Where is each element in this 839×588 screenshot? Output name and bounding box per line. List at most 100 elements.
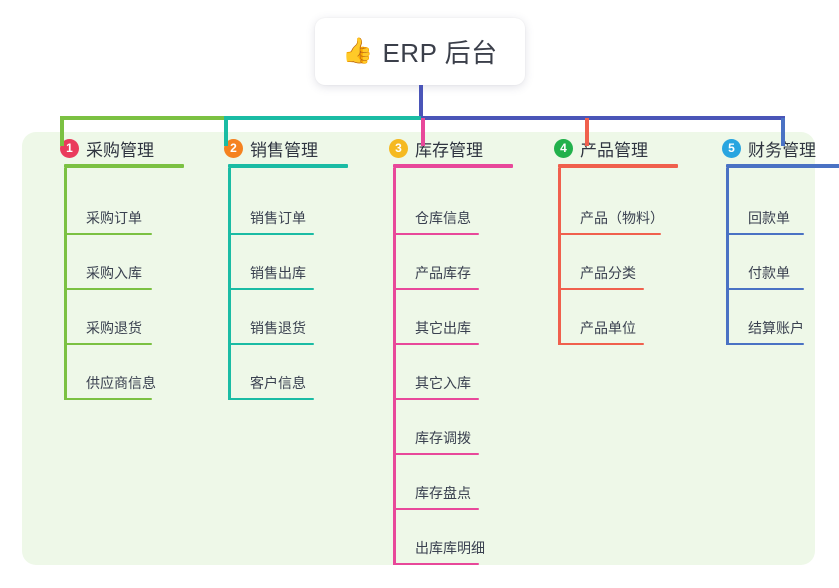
leaf-label: 产品单位: [580, 320, 636, 336]
leaf-node[interactable]: 库存盘点: [393, 455, 479, 510]
thumbs-up-icon: 👍: [342, 37, 374, 65]
branch-title-sales: 销售管理: [250, 140, 318, 160]
branch-number-badge-finance: 5: [722, 138, 741, 158]
drop-purchase: [60, 118, 64, 146]
leaf-node[interactable]: 供应商信息: [64, 345, 156, 400]
leaf-underline: [228, 288, 314, 290]
leaf-label: 销售出库: [250, 265, 306, 281]
leaf-underline: [64, 288, 152, 290]
leaf-node[interactable]: 客户信息: [228, 345, 314, 400]
leaf-node[interactable]: 出库库明细: [393, 510, 485, 565]
leaf-node[interactable]: 销售出库: [228, 235, 314, 290]
branch-header-purchase[interactable]: 1 采购管理: [50, 132, 184, 164]
branch-header-sales[interactable]: 2 销售管理: [214, 132, 348, 164]
leaf-node[interactable]: 其它出库: [393, 290, 479, 345]
leaf-underline: [393, 343, 479, 345]
leaf-node[interactable]: 产品单位: [558, 290, 644, 345]
branch-title-product: 产品管理: [580, 140, 648, 160]
branch-spine-sales: [228, 168, 231, 400]
branch-spine-finance: [726, 168, 729, 345]
leaf-underline: [393, 563, 479, 565]
leaf-label: 采购订单: [86, 210, 142, 226]
branch-column-sales: 2 销售管理销售订单销售出库销售退货客户信息: [214, 132, 348, 400]
leaf-label: 采购入库: [86, 265, 142, 281]
segment-green: [60, 116, 224, 120]
leaf-label: 销售退货: [250, 320, 306, 336]
leaf-underline: [393, 233, 479, 235]
leaf-node[interactable]: 结算账户: [726, 290, 804, 345]
leaf-underline: [726, 288, 804, 290]
branch-spine-product: [558, 168, 561, 345]
branch-underline-product: [558, 164, 678, 168]
leaf-underline: [393, 288, 479, 290]
leaf-label: 库存调拨: [415, 430, 471, 446]
leaf-node[interactable]: 付款单: [726, 235, 804, 290]
branch-underline-finance: [726, 164, 839, 168]
leaf-label: 回款单: [748, 210, 790, 226]
leaf-underline: [228, 233, 314, 235]
leaf-node[interactable]: 采购退货: [64, 290, 152, 345]
leaf-underline: [228, 343, 314, 345]
leaf-node[interactable]: 其它入库: [393, 345, 479, 400]
branch-spine-purchase: [64, 168, 67, 400]
leaf-label: 产品（物料）: [580, 210, 664, 226]
branch-underline-inventory: [393, 164, 513, 168]
leaf-label: 其它入库: [415, 375, 471, 391]
leaf-label: 付款单: [748, 265, 790, 281]
leaf-underline: [558, 233, 661, 235]
leaf-node[interactable]: 销售退货: [228, 290, 314, 345]
leaf-underline: [393, 398, 479, 400]
leaf-node[interactable]: 采购订单: [64, 180, 152, 235]
branch-column-product: 4 产品管理产品（物料） 产品分类产品单位: [544, 132, 678, 345]
root-title: ERP 后台: [382, 38, 498, 68]
drop-inventory: [421, 118, 425, 146]
branch-header-product[interactable]: 4 产品管理: [544, 132, 678, 164]
leaf-underline: [726, 343, 804, 345]
root-node[interactable]: 👍 ERP 后台: [315, 18, 525, 85]
leaf-underline: [558, 343, 644, 345]
branch-number-badge-purchase: 1: [60, 138, 79, 158]
segment-teal: [224, 116, 421, 120]
leaf-label: 库存盘点: [415, 485, 471, 501]
branch-spine-inventory: [393, 168, 396, 565]
leaf-node[interactable]: 仓库信息: [393, 180, 479, 235]
leaf-label: 客户信息: [250, 375, 306, 391]
leaf-node[interactable]: 产品（物料）: [558, 180, 664, 235]
leaf-label: 供应商信息: [86, 375, 156, 391]
leaf-label: 产品分类: [580, 265, 636, 281]
segment-blue: [421, 116, 785, 120]
branch-title-inventory: 库存管理: [415, 140, 483, 160]
leaf-underline: [64, 398, 152, 400]
leaf-label: 其它出库: [415, 320, 471, 336]
branches-panel: 1 采购管理采购订单采购入库采购退货供应商信息 2 销售管理销售订单销售出库销售退货客…: [22, 132, 839, 565]
branch-underline-purchase: [64, 164, 184, 168]
drop-sales: [224, 118, 228, 146]
branch-underline-sales: [228, 164, 348, 168]
leaf-underline: [228, 398, 314, 400]
branch-title-purchase: 采购管理: [86, 140, 154, 160]
leaf-node[interactable]: 采购入库: [64, 235, 152, 290]
leaf-label: 仓库信息: [415, 210, 471, 226]
leaf-label: 结算账户: [748, 320, 804, 336]
leaf-node[interactable]: 回款单: [726, 180, 804, 235]
drop-finance: [781, 118, 785, 146]
leaf-node[interactable]: 库存调拨: [393, 400, 479, 455]
branch-title-finance: 财务管理: [748, 140, 816, 160]
branch-number-badge-product: 4: [554, 138, 573, 158]
leaf-underline: [64, 233, 152, 235]
leaf-underline: [393, 508, 479, 510]
root-trunk-connector: [419, 85, 423, 118]
leaf-underline: [726, 233, 804, 235]
leaf-node[interactable]: 产品库存: [393, 235, 479, 290]
leaf-underline: [393, 453, 479, 455]
branch-column-purchase: 1 采购管理采购订单采购入库采购退货供应商信息: [50, 132, 184, 400]
leaf-node[interactable]: 销售订单: [228, 180, 314, 235]
branch-number-badge-sales: 2: [224, 138, 243, 158]
leaf-node[interactable]: 产品分类: [558, 235, 644, 290]
drop-product: [585, 118, 589, 146]
branch-header-finance[interactable]: 5 财务管理: [712, 132, 839, 164]
leaf-label: 采购退货: [86, 320, 142, 336]
